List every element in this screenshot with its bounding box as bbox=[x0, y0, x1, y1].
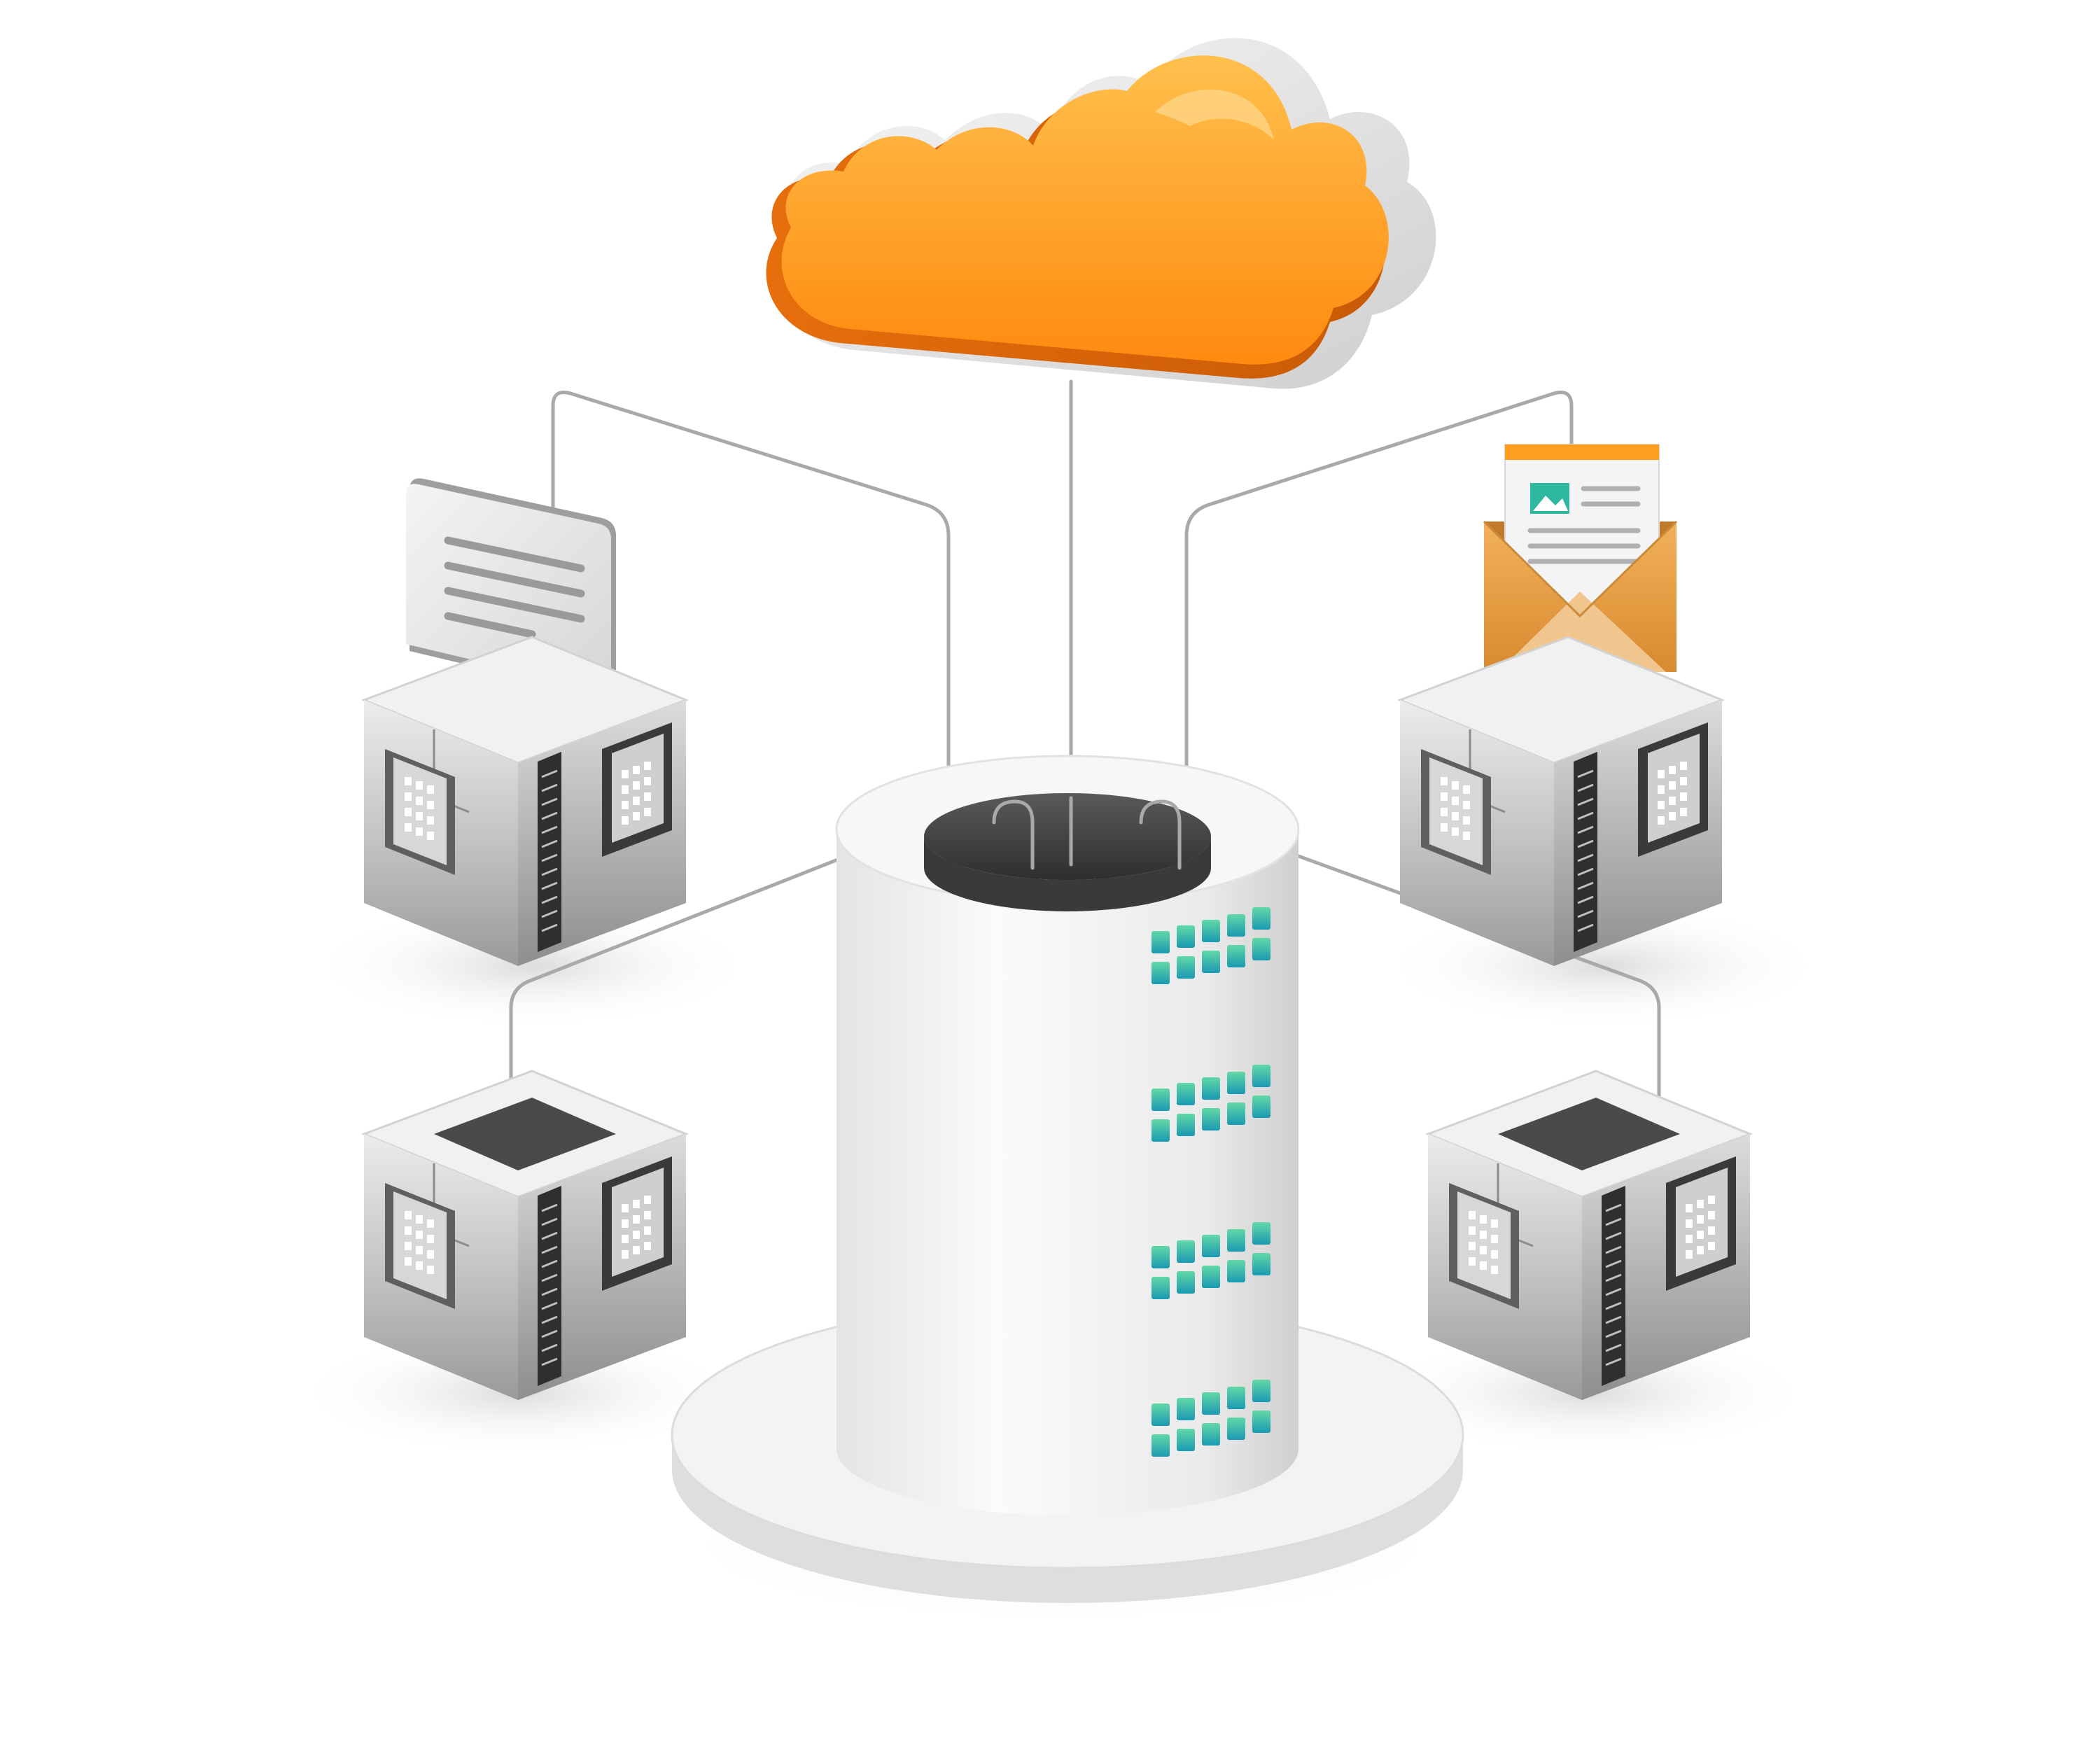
database-tier-1 bbox=[835, 755, 1300, 1046]
mail-envelope-icon bbox=[1483, 444, 1678, 672]
server-box-icon bbox=[1399, 636, 1723, 967]
server-bottom-right bbox=[1427, 1070, 1751, 1401]
wire-bottom-right-database bbox=[1156, 803, 1661, 1122]
server-box-icon bbox=[363, 636, 687, 967]
text-document-icon bbox=[406, 478, 616, 700]
database-server-icon bbox=[671, 755, 1464, 1603]
database-top-opening bbox=[924, 793, 1211, 880]
open-slot bbox=[434, 1098, 616, 1170]
open-slot bbox=[1498, 1098, 1680, 1170]
wire-bottom-left-database bbox=[509, 803, 979, 1122]
cloud-icon bbox=[766, 38, 1436, 389]
server-top-left bbox=[363, 478, 687, 967]
server-top-right bbox=[1399, 444, 1723, 967]
server-bottom-left bbox=[363, 1070, 687, 1401]
